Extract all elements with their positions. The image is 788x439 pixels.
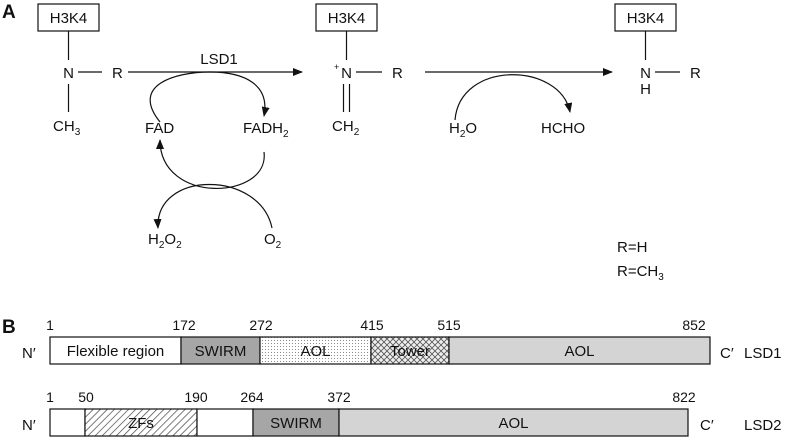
plain-segment xyxy=(49,408,86,437)
residue-position: 172 xyxy=(172,317,196,333)
hydrolysis-arc xyxy=(454,74,573,121)
protein-name-label: LSD1 xyxy=(744,345,782,362)
c-terminus-label: C′ xyxy=(700,417,714,434)
o2-label: O2 xyxy=(264,231,282,251)
nitrogen-label: N xyxy=(341,65,352,82)
residue-position: 272 xyxy=(249,317,273,333)
residue-position: 264 xyxy=(240,389,264,405)
residue-position: 852 xyxy=(682,317,706,333)
aol-segment xyxy=(259,336,372,365)
methylene-label: CH2 xyxy=(332,118,360,138)
h3k4-label: H3K4 xyxy=(328,10,366,27)
fad-label: FAD xyxy=(145,120,174,137)
residue-position: 190 xyxy=(184,389,208,405)
segment-label: ZFs xyxy=(128,415,154,432)
h3k4-box xyxy=(37,3,100,32)
lsd1-domain-map: 1 172 272 415 515 852 N′ Flexible region… xyxy=(22,317,782,365)
protein-name-label: LSD2 xyxy=(744,417,782,434)
nitrogen-label: N xyxy=(640,65,651,82)
h3k4-label: H3K4 xyxy=(50,10,88,27)
nitrogen-label: N xyxy=(63,65,74,82)
demethylated-product: H3K4 N H R xyxy=(614,3,701,98)
fad-to-fadh2-arc xyxy=(149,71,270,123)
c-terminus-label: C′ xyxy=(720,345,734,362)
panel-b-label: B xyxy=(2,317,16,338)
swirm-segment xyxy=(180,336,261,365)
water-label: H2O xyxy=(449,120,477,140)
residue-position: 50 xyxy=(78,389,94,405)
r-equals-ch3-label: R=CH3 xyxy=(617,263,664,283)
panel-a-label: A xyxy=(2,2,16,23)
enzyme-label: LSD1 xyxy=(200,51,238,68)
n-terminus-label: N′ xyxy=(22,345,36,362)
residue-position: 515 xyxy=(437,317,461,333)
substrate-methyl: H3K4 N R CH3 xyxy=(37,3,123,138)
segment-label: Flexible region xyxy=(67,343,165,360)
formaldehyde-label: HCHO xyxy=(541,120,585,137)
tower-segment xyxy=(370,336,450,365)
methyl-label: CH3 xyxy=(53,118,81,138)
segment-label: AOL xyxy=(498,415,528,432)
aol-segment xyxy=(448,336,711,365)
residue-position: 372 xyxy=(327,389,351,405)
plain-segment xyxy=(196,408,254,437)
zinc-finger-segment xyxy=(84,408,198,437)
oxygen-cycle-arc xyxy=(153,184,273,229)
lsd2-domain-map: 1 50 190 264 372 822 N′ ZFs SWIRM AOL C′… xyxy=(22,389,782,437)
r-group-label: R xyxy=(392,65,403,82)
hydrogen-label: H xyxy=(640,81,651,98)
iminium-intermediate: H3K4 + N R CH2 xyxy=(315,3,403,138)
positive-charge-label: + xyxy=(334,62,339,72)
r-group-label: R xyxy=(112,65,123,82)
aol-segment xyxy=(338,408,689,437)
flexible-region-segment xyxy=(49,336,182,365)
segment-label: AOL xyxy=(300,343,330,360)
segment-label: SWIRM xyxy=(195,343,247,360)
h2o2-label: H2O2 xyxy=(148,231,182,251)
r-group-label: R xyxy=(690,65,701,82)
residue-position: 415 xyxy=(360,317,384,333)
residue-position: 822 xyxy=(672,389,696,405)
r-equals-h-label: R=H xyxy=(617,239,647,256)
n-terminus-label: N′ xyxy=(22,417,36,434)
fadh2-label: FADH2 xyxy=(243,120,289,140)
residue-position: 1 xyxy=(46,389,54,405)
segment-label: SWIRM xyxy=(270,415,322,432)
segment-label: Tower xyxy=(390,343,430,360)
h3k4-label: H3K4 xyxy=(627,10,665,27)
segment-label: AOL xyxy=(564,343,594,360)
fadh2-to-fad-arc xyxy=(156,139,265,189)
residue-position: 1 xyxy=(46,317,54,333)
